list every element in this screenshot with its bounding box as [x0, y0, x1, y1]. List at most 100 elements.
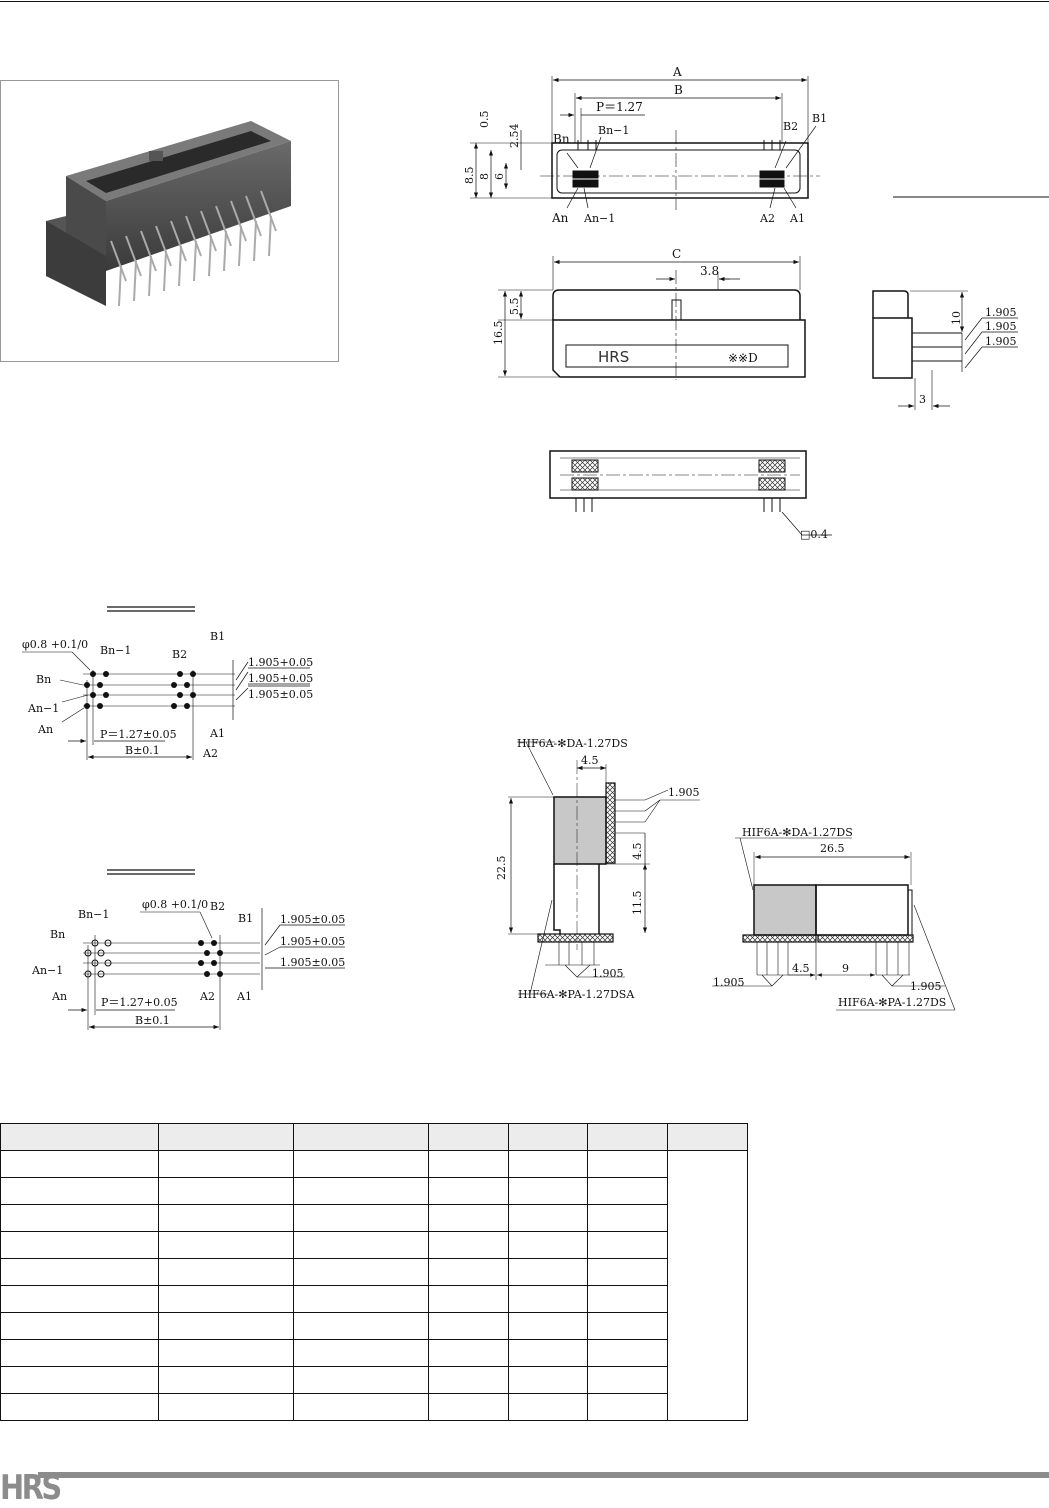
table-cell: [508, 1204, 589, 1232]
footer-bar: [38, 1472, 1049, 1478]
table-cell: [0, 1258, 159, 1286]
pcb1-hole-label: φ0.8 +0.1/0: [22, 638, 88, 651]
mount1-top-pitch: 1.905: [668, 786, 700, 799]
table-cell: [157, 1393, 294, 1421]
table-row: [0, 1177, 748, 1205]
mounting-horizontal-drawing: [712, 837, 956, 1011]
pcb2-bn-label: Bn: [50, 928, 65, 941]
pcb2-pitch-1: 1.905±0.05: [280, 913, 345, 926]
column-header: [428, 1123, 510, 1151]
side-view-drawing: [872, 290, 1018, 410]
pcb-layout-2-drawing: [68, 869, 345, 1030]
side-pitch-2: 1.905: [985, 320, 1017, 333]
dim-c-label: C: [672, 247, 681, 261]
pcb1-bn-label: Bn: [36, 673, 51, 686]
mount1-socket-label: HIF6A-✻DA-1.27DS: [517, 737, 628, 750]
table-cell: [292, 1204, 430, 1232]
product-spec-table: [0, 1123, 748, 1421]
pcb2-b-label: B±0.1: [135, 1014, 170, 1027]
pcb2-a1-label: A1: [236, 990, 252, 1003]
dim-8-5-label: 8.5: [463, 167, 476, 185]
pcb2-pitch-label: P＝1.27+0.05: [101, 996, 178, 1009]
table-cell: [428, 1150, 510, 1178]
mount2-9-label: 9: [842, 962, 849, 975]
table-cell: [587, 1366, 669, 1394]
product-photo: [0, 80, 339, 362]
column-header: [157, 1123, 294, 1151]
pcb1-an1-label: An−1: [27, 702, 59, 715]
pcb1-a2-label: A2: [202, 747, 218, 760]
table-row: [0, 1258, 748, 1286]
table-row: [0, 1366, 748, 1394]
table-cell: [157, 1231, 294, 1259]
mount2-socket-label: HIF6A-✻DA-1.27DS: [742, 826, 853, 839]
dim-3-label: 3: [919, 393, 926, 406]
pcb-layout-1-drawing: [22, 606, 310, 760]
table-cell: [0, 1285, 159, 1313]
table-row: [0, 1204, 748, 1232]
table-cell: [292, 1285, 430, 1313]
front-view-drawing: [498, 256, 806, 380]
table-cell: [428, 1231, 510, 1259]
pcb2-pitch-2: 1.905+0.05: [280, 935, 345, 948]
dim-b-label: B: [674, 83, 683, 97]
pcb1-pitch-2: 1.905+0.05: [248, 672, 313, 685]
table-cell: [508, 1393, 589, 1421]
table-cell: [292, 1258, 430, 1286]
table-cell: [292, 1339, 430, 1367]
column-header: [667, 1123, 748, 1151]
table-row: [0, 1312, 748, 1340]
table-cell: [587, 1231, 669, 1259]
table-cell: [587, 1150, 669, 1178]
table-row: [0, 1231, 748, 1259]
dim-6-label: 6: [493, 173, 506, 180]
top-rule: [0, 1, 1049, 2]
pin-size-label: □0.4: [800, 528, 828, 541]
table-cell: [157, 1258, 294, 1286]
table-cell: [587, 1312, 669, 1340]
dim-3-8-label: 3.8: [700, 264, 719, 278]
table-cell: [0, 1177, 159, 1205]
side-pitch-1: 1.905: [985, 306, 1017, 319]
column-header: [508, 1123, 589, 1151]
model-marking: ※※D: [728, 351, 758, 365]
pitch-label: P＝1.27: [596, 100, 643, 114]
column-header: [0, 1123, 159, 1151]
dim-8-label: 8: [478, 173, 491, 180]
pcb1-pitch-label: P＝1.27±0.05: [100, 728, 177, 741]
table-header-row: [0, 1123, 748, 1151]
table-row: [0, 1339, 748, 1367]
table-row: [0, 1393, 748, 1421]
pcb2-hole-label: φ0.8 +0.1/0: [142, 898, 208, 911]
table-cell: [587, 1204, 669, 1232]
table-cell: [157, 1204, 294, 1232]
pcb2-an1-label: An−1: [31, 964, 63, 977]
table-cell: [292, 1312, 430, 1340]
pcb1-bn1-label: Bn−1: [100, 644, 131, 657]
pcb2-a2-label: A2: [199, 990, 215, 1003]
mount2-4-5-label: 4.5: [792, 962, 810, 975]
pcb2-bn1-label: Bn−1: [78, 908, 109, 921]
table-cell: [157, 1150, 294, 1178]
hrs-logo: HRS: [0, 1468, 62, 1508]
mount1-height-label: 22.5: [495, 856, 508, 881]
pin-bn1-label: Bn−1: [598, 124, 629, 137]
table-cell: [0, 1366, 159, 1394]
dim-10-label: 10: [950, 311, 963, 325]
pin-a2-label: A2: [759, 212, 775, 225]
table-cell: [508, 1150, 589, 1178]
table-cell: [0, 1204, 159, 1232]
table-cell: [587, 1285, 669, 1313]
table-cell: [0, 1231, 159, 1259]
pcb1-an-label: An: [37, 723, 53, 736]
dim-2-54-label: 2.54: [508, 124, 521, 149]
dim-a-label: A: [672, 65, 682, 79]
table-cell: [292, 1150, 430, 1178]
mount1-bottom-pitch: 1.905: [592, 967, 624, 980]
pcb2-b2-label: B2: [210, 900, 225, 913]
pin-an-label: An: [551, 211, 569, 225]
pcb1-b1-label: B1: [210, 630, 225, 643]
top-view-drawing: [470, 76, 1049, 210]
table-cell: [587, 1393, 669, 1421]
